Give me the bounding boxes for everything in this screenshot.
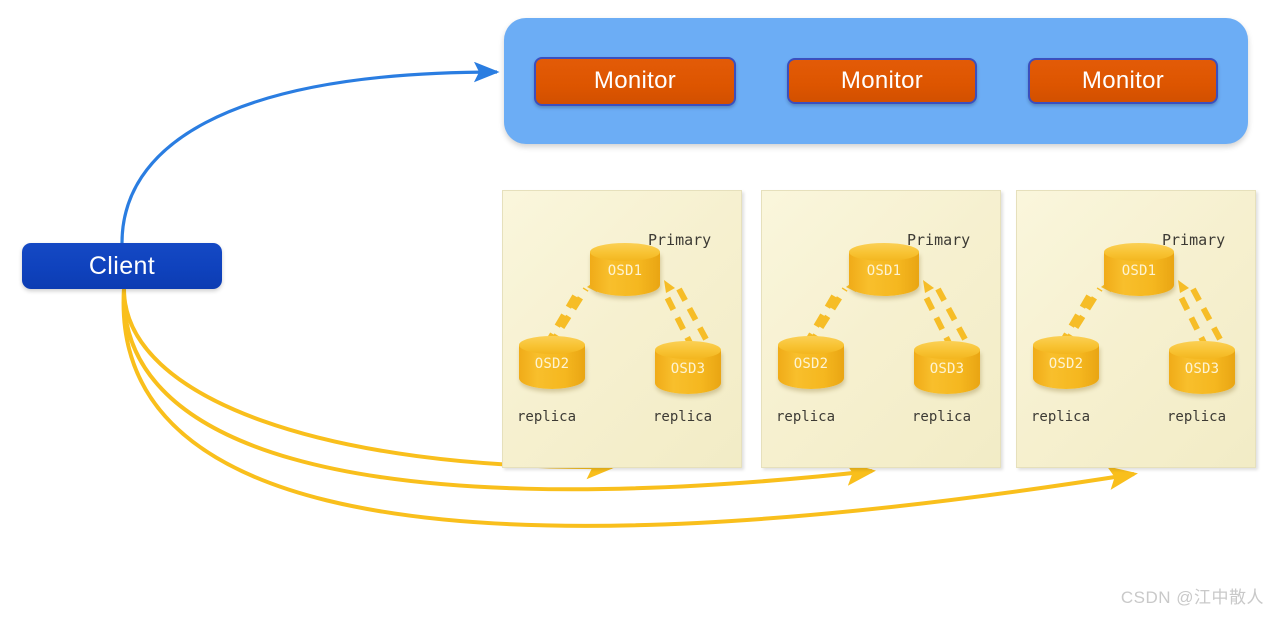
osd-cylinder-osd1-group1[interactable]: OSD1 bbox=[590, 243, 660, 301]
replica-label-right-3: replica bbox=[1167, 409, 1227, 425]
osd-cylinder-osd3-group3[interactable]: OSD3 bbox=[1169, 341, 1235, 399]
watermark-text: CSDN @江中散人 bbox=[1120, 588, 1264, 607]
osd-group-panel-3[interactable]: Primary OSD1 OSD2 OSD3 replica replica bbox=[1016, 190, 1256, 468]
osd-cylinder-osd3-group2[interactable]: OSD3 bbox=[914, 341, 980, 399]
client-label: Client bbox=[88, 251, 156, 280]
replica-label-right-2: replica bbox=[912, 409, 972, 425]
monitor-box-2[interactable]: Monitor bbox=[787, 58, 977, 104]
osd-cylinder-osd2-group3[interactable]: OSD2 bbox=[1033, 336, 1099, 394]
monitor-cluster-container: Monitor Monitor Monitor bbox=[504, 18, 1248, 144]
replica-label-right-1: replica bbox=[653, 409, 713, 425]
osd-label-osd2: OSD2 bbox=[1048, 356, 1084, 372]
osd-cylinder-osd2-group1[interactable]: OSD2 bbox=[519, 336, 585, 394]
osd-group-panel-2[interactable]: Primary OSD1 OSD2 OSD3 replica replica bbox=[761, 190, 1001, 468]
monitor-label-2: Monitor bbox=[840, 67, 924, 94]
cylinder-top bbox=[914, 341, 980, 359]
osd-label-osd3: OSD3 bbox=[1184, 361, 1220, 377]
monitor-label-1: Monitor bbox=[593, 67, 677, 94]
osd-group-panel-1[interactable]: Primary OSD1 OSD2 OSD3 replica replica bbox=[502, 190, 742, 468]
client-node[interactable]: Client bbox=[22, 243, 222, 289]
osd-cylinder-osd1-group3[interactable]: OSD1 bbox=[1104, 243, 1174, 301]
osd-cylinder-osd1-group2[interactable]: OSD1 bbox=[849, 243, 919, 301]
osd-group-inner-1: Primary OSD1 OSD2 OSD3 replica replica bbox=[503, 191, 741, 467]
osd-label-osd3: OSD3 bbox=[929, 361, 965, 377]
replica-label-left-2: replica bbox=[776, 409, 836, 425]
osd-group-inner-2: Primary OSD1 OSD2 OSD3 replica replica bbox=[762, 191, 1000, 467]
monitor-box-3[interactable]: Monitor bbox=[1028, 58, 1218, 104]
osd-label-osd1: OSD1 bbox=[866, 263, 902, 279]
cylinder-top bbox=[778, 336, 844, 354]
cylinder-top bbox=[849, 243, 919, 261]
monitor-box-1[interactable]: Monitor bbox=[534, 56, 736, 106]
monitor-label-3: Monitor bbox=[1081, 67, 1165, 94]
osd-cylinder-osd3-group1[interactable]: OSD3 bbox=[655, 341, 721, 399]
osd-label-osd2: OSD2 bbox=[793, 356, 829, 372]
osd-group-inner-3: Primary OSD1 OSD2 OSD3 replica replica bbox=[1017, 191, 1255, 467]
cylinder-top bbox=[1169, 341, 1235, 359]
primary-label-1: Primary bbox=[648, 231, 712, 249]
primary-label-2: Primary bbox=[907, 231, 971, 249]
osd-label-osd2: OSD2 bbox=[534, 356, 570, 372]
osd-cylinder-osd2-group2[interactable]: OSD2 bbox=[778, 336, 844, 394]
cylinder-top bbox=[1033, 336, 1099, 354]
osd-label-osd1: OSD1 bbox=[607, 263, 643, 279]
osd-label-osd3: OSD3 bbox=[670, 361, 706, 377]
replica-label-left-1: replica bbox=[517, 409, 577, 425]
cylinder-top bbox=[655, 341, 721, 359]
osd-label-osd1: OSD1 bbox=[1121, 263, 1157, 279]
edge-client-to-monitors bbox=[120, 61, 500, 244]
cylinder-top bbox=[1104, 243, 1174, 261]
replica-label-left-3: replica bbox=[1031, 409, 1091, 425]
cylinder-top bbox=[590, 243, 660, 261]
cylinder-top bbox=[519, 336, 585, 354]
primary-label-3: Primary bbox=[1162, 231, 1226, 249]
edge-client-to-osd-group-2 bbox=[121, 288, 876, 492]
